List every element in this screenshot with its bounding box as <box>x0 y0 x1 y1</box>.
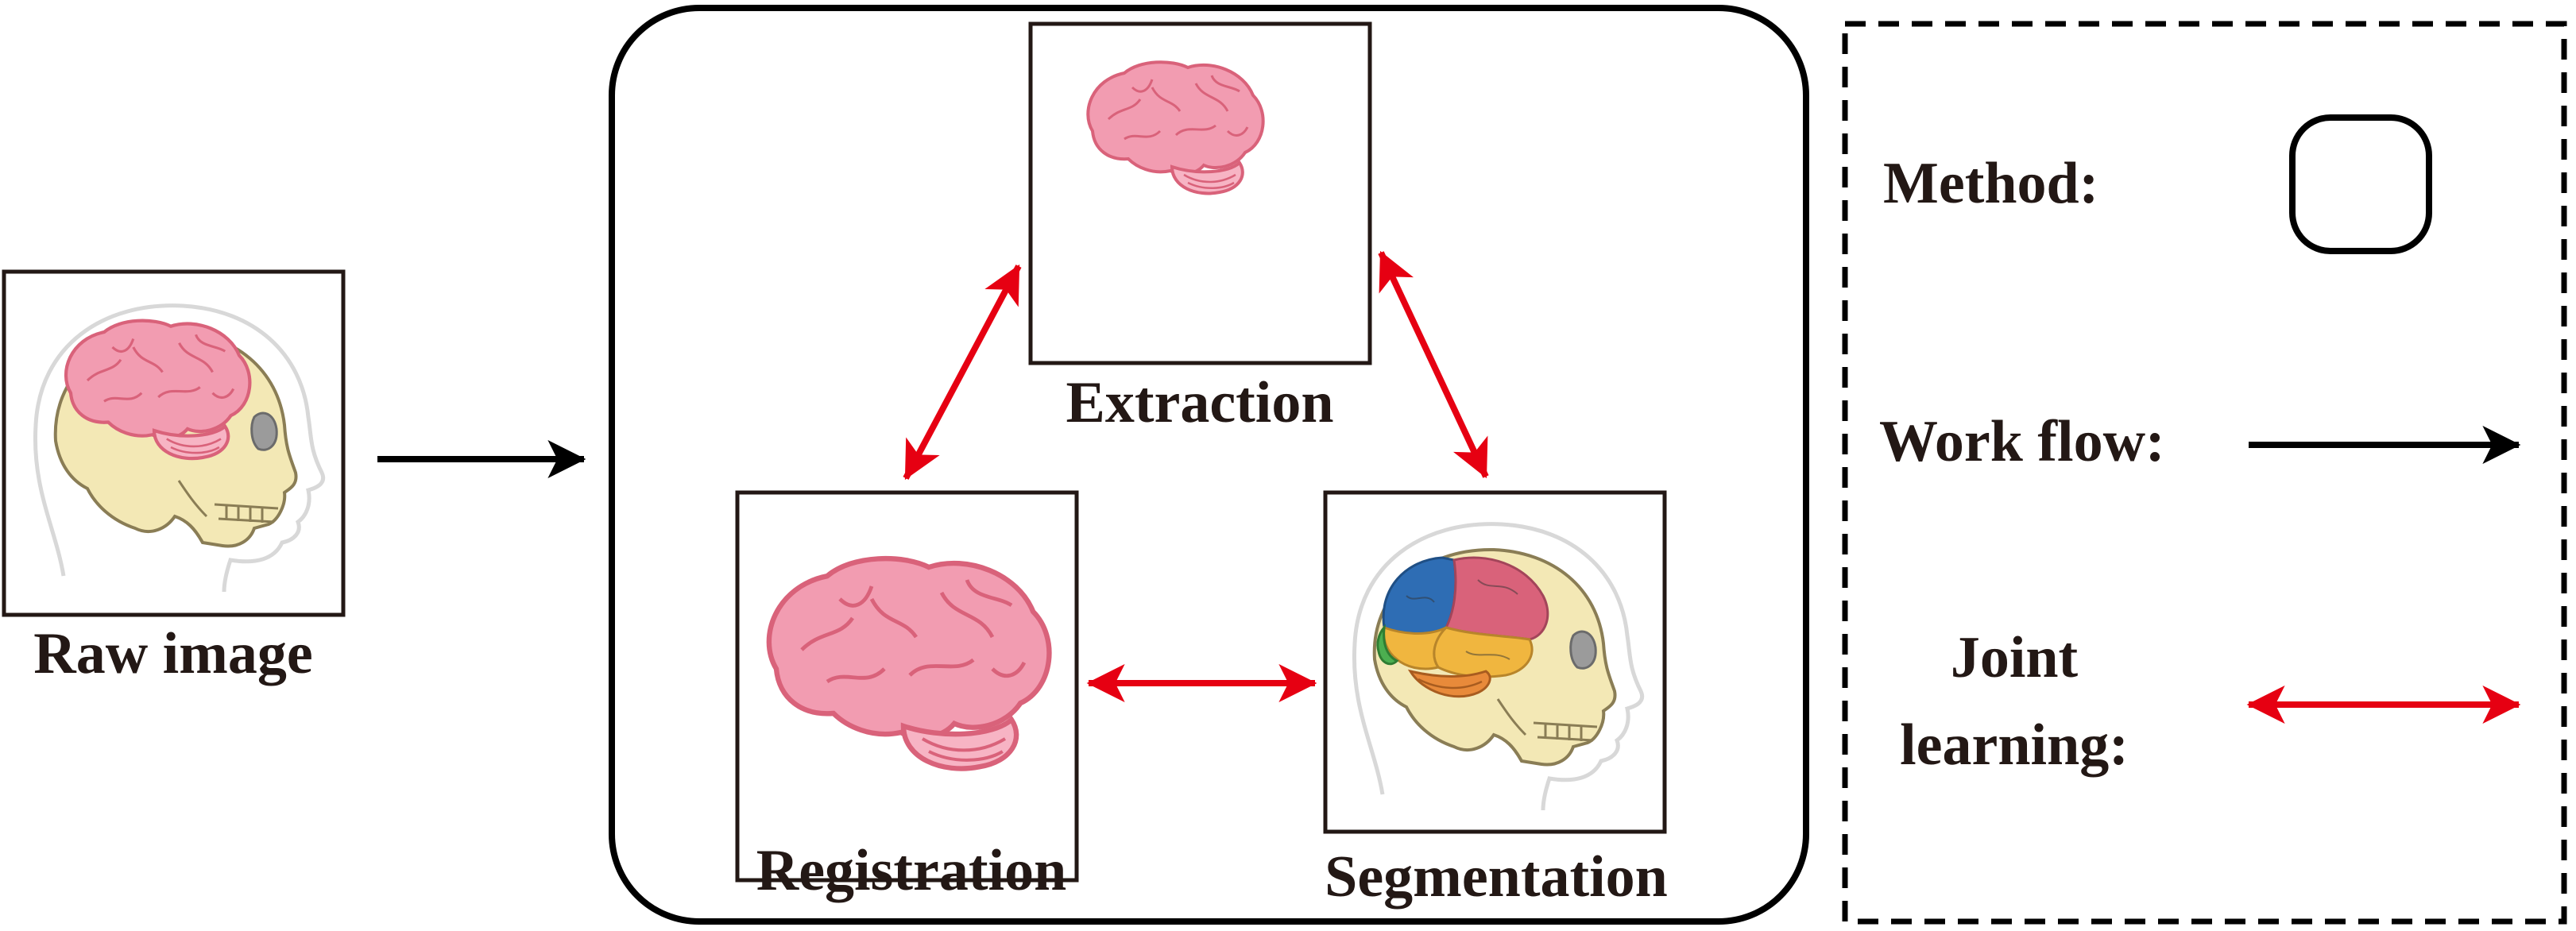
registration-node: Registration <box>735 490 1079 903</box>
segmentation-node: Segmentation <box>1323 490 1668 910</box>
segmented-head-icon <box>1354 524 1642 810</box>
segmentation-label: Segmentation <box>1325 844 1668 910</box>
legend-joint-label-line1: Joint <box>1951 625 2079 690</box>
method-container <box>609 5 1809 925</box>
legend-work-flow-label: Work flow: <box>1879 409 2165 474</box>
raw-image-node: Raw image <box>2 269 346 686</box>
registration-label: Registration <box>756 838 1067 903</box>
legend-method-label: Method: <box>1883 151 2098 216</box>
joint-arrow-extraction-registration <box>903 264 1022 481</box>
extraction-node: Extraction <box>1028 21 1372 435</box>
joint-arrow-extraction-segmentation <box>1378 250 1489 479</box>
extraction-label: Extraction <box>1066 370 1333 435</box>
raw-image-label: Raw image <box>33 621 312 686</box>
legend-joint-label-line2: learning: <box>1900 713 2129 778</box>
legend: Method: Work flow: Joint learning: <box>1842 21 2567 925</box>
legend-method-symbol <box>2289 114 2432 254</box>
legend-frame <box>1842 21 2567 925</box>
